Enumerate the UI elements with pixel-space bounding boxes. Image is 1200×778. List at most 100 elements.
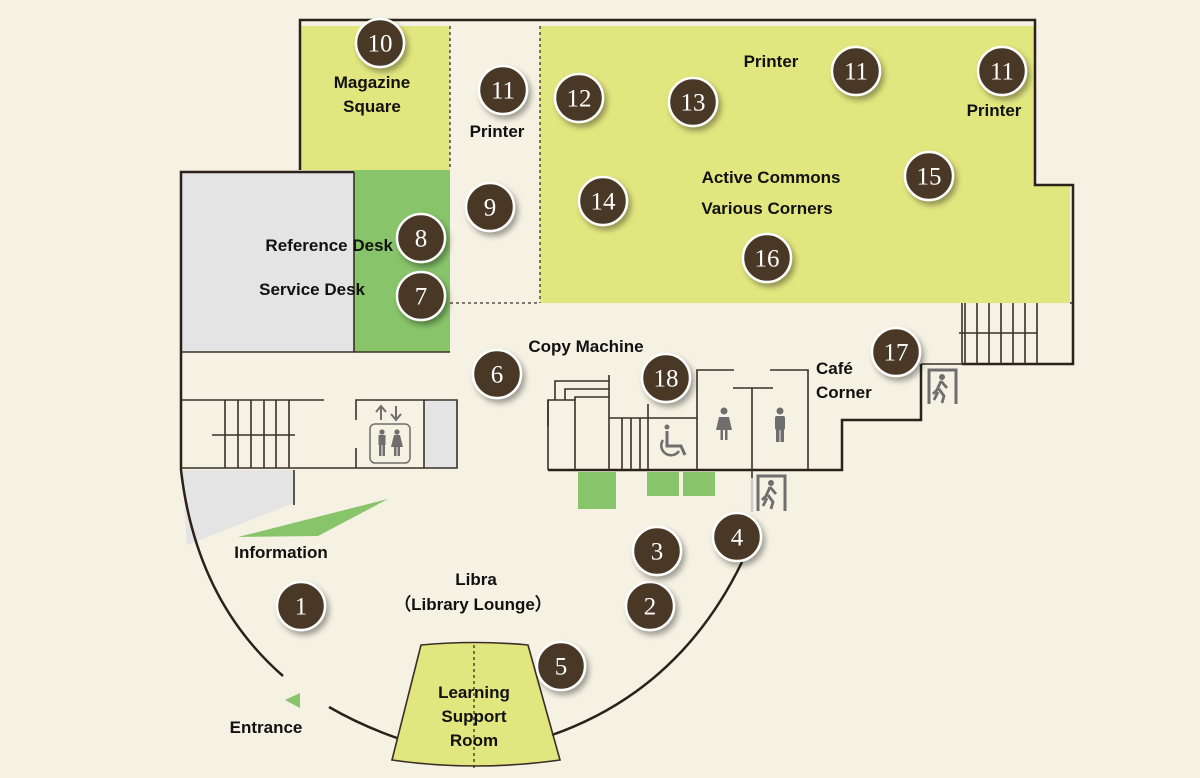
marker-circle[interactable]	[354, 17, 406, 69]
printer-top-label: Printer	[744, 52, 799, 71]
marker-circle[interactable]	[395, 270, 447, 322]
marker-number: 16	[755, 246, 780, 273]
printer-right-label: Printer	[967, 101, 1022, 120]
lounge-outer-arc-bottom-left	[328, 705, 398, 740]
learning-support-room-area[interactable]	[392, 642, 560, 767]
elevator-icon[interactable]	[369, 423, 411, 464]
marker-16[interactable]: 16	[741, 232, 793, 284]
magazine-square-label: Magazine	[334, 73, 411, 92]
marker-circle[interactable]	[535, 640, 587, 692]
learning-support-room-label: Learning	[438, 683, 510, 702]
information-label: Information	[234, 543, 328, 562]
marker-circle[interactable]	[640, 352, 692, 404]
marker-8[interactable]: 8	[395, 212, 447, 264]
up-down-arrows-icon	[375, 404, 402, 422]
marker-number: 8	[415, 226, 428, 253]
marker-circle[interactable]	[870, 326, 922, 378]
marker-1[interactable]: 1	[275, 580, 327, 632]
marker-17[interactable]: 17	[870, 326, 922, 378]
marker-circle[interactable]	[631, 525, 683, 577]
marker-11[interactable]: 11	[976, 45, 1028, 97]
marker-7[interactable]: 7	[395, 270, 447, 322]
marker-number: 5	[555, 654, 568, 681]
copy-machine-label: Copy Machine	[528, 337, 643, 356]
marker-number: 11	[844, 59, 868, 86]
marker-11[interactable]: 11	[477, 64, 529, 116]
marker-number: 11	[990, 59, 1014, 86]
marker-11[interactable]: 11	[830, 45, 882, 97]
marker-circle[interactable]	[553, 72, 605, 124]
entrance-label: Entrance	[230, 718, 303, 737]
marker-circle[interactable]	[395, 212, 447, 264]
marker-12[interactable]: 12	[553, 72, 605, 124]
outer-wall-top	[298, 18, 1075, 366]
marker-circle[interactable]	[976, 45, 1028, 97]
marker-circle[interactable]	[471, 348, 523, 400]
marker-3[interactable]: 3	[631, 525, 683, 577]
marker-circle[interactable]	[624, 580, 676, 632]
marker-circle[interactable]	[577, 175, 629, 227]
marker-9[interactable]: 9	[464, 181, 516, 233]
marker-10[interactable]: 10	[354, 17, 406, 69]
marker-6[interactable]: 6	[471, 348, 523, 400]
marker-15[interactable]: 15	[903, 150, 955, 202]
library-lounge-label: （Library Lounge）	[394, 594, 552, 614]
cafe-corner-label-2: Corner	[816, 383, 872, 402]
lounge-outer-arc-left	[179, 469, 284, 677]
marker-4[interactable]: 4	[711, 511, 763, 563]
marker-number: 13	[681, 90, 706, 117]
gray-storage-room	[181, 172, 354, 352]
learning-support-room-wall	[391, 641, 562, 767]
various-corners-label: Various Corners	[701, 199, 832, 218]
wheelchair-icon[interactable]	[660, 424, 687, 457]
service-desk-label: Service Desk	[259, 280, 365, 299]
cafe-corner-label: Café	[816, 359, 853, 378]
desk-area[interactable]	[354, 170, 450, 352]
marker-number: 2	[644, 594, 657, 621]
libra-label: Libra	[455, 570, 497, 589]
learning-support-room-label-3: Room	[450, 731, 498, 750]
marker-circle[interactable]	[464, 181, 516, 233]
marker-circle[interactable]	[477, 64, 529, 116]
information-counter[interactable]	[238, 499, 388, 537]
marker-circle[interactable]	[903, 150, 955, 202]
female-restroom-icon[interactable]	[716, 407, 732, 441]
emergency-exit-icon	[927, 368, 958, 404]
marker-number: 12	[567, 86, 592, 113]
marker-2[interactable]: 2	[624, 580, 676, 632]
marker-14[interactable]: 14	[577, 175, 629, 227]
lounge-outer-arc-bottom-right	[551, 561, 744, 737]
copy-area-green-3	[683, 472, 715, 496]
marker-5[interactable]: 5	[535, 640, 587, 692]
marker-number: 9	[484, 195, 497, 222]
marker-circle[interactable]	[275, 580, 327, 632]
marker-13[interactable]: 13	[667, 76, 719, 128]
outer-wall-left	[179, 170, 354, 470]
marker-number: 6	[491, 362, 504, 389]
marker-number: 3	[651, 539, 664, 566]
information-room	[182, 470, 294, 545]
marker-number: 1	[295, 594, 308, 621]
active-commons-label: Active Commons	[702, 168, 841, 187]
cafe-wall	[548, 364, 923, 472]
emergency-exit-icon	[756, 474, 787, 511]
learning-support-room-label-2: Support	[441, 707, 506, 726]
entrance-arrow-icon[interactable]	[285, 693, 300, 708]
elevator-side-room	[424, 401, 457, 468]
restroom-block-walls	[547, 369, 809, 480]
marker-number: 10	[368, 31, 393, 58]
marker-number: 11	[491, 78, 515, 105]
reference-desk-label: Reference Desk	[265, 236, 393, 255]
copy-area-green-2	[647, 472, 679, 496]
marker-18[interactable]: 18	[640, 352, 692, 404]
marker-circle[interactable]	[667, 76, 719, 128]
male-restroom-icon[interactable]	[775, 407, 785, 443]
marker-circle[interactable]	[830, 45, 882, 97]
marker-circle[interactable]	[741, 232, 793, 284]
marker-number: 15	[917, 164, 942, 191]
marker-circle[interactable]	[711, 511, 763, 563]
copy-area-green-1	[578, 472, 616, 509]
magazine-square-label-2: Square	[343, 97, 401, 116]
